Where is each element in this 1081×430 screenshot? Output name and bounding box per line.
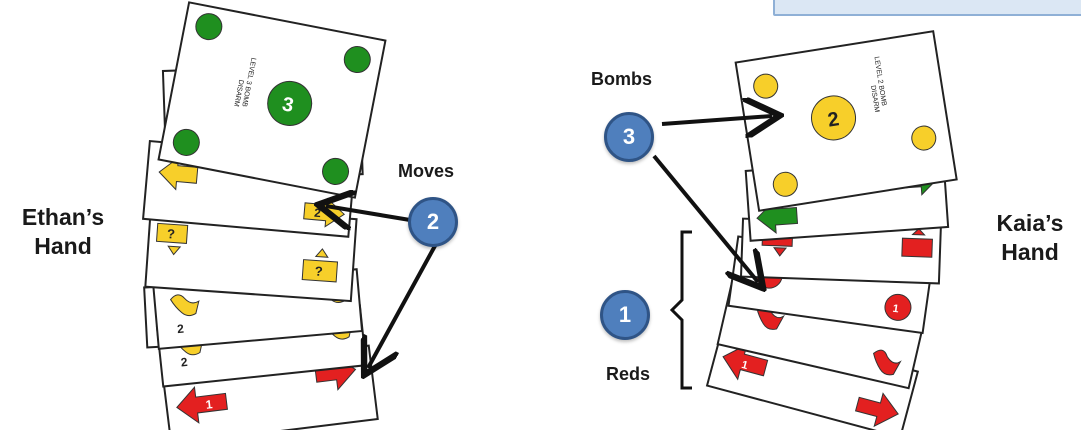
- ethan-hand-line2: Hand: [34, 233, 92, 259]
- kaia-hand-line2: Hand: [1001, 239, 1059, 265]
- moves-label: Moves: [398, 161, 455, 181]
- red-arrow-number: 1: [205, 397, 214, 412]
- kaia-card-level2-bomb[interactable]: 2 DISARM LEVEL 2 BOMB: [734, 30, 958, 212]
- green-bomb-number: 3: [280, 93, 295, 117]
- bombs-arrow-to-red: [652, 154, 758, 282]
- moves-arrow-to-yellow: [326, 206, 411, 220]
- kaia-red-arrow-number: 1: [740, 359, 749, 372]
- moves-arrow-to-red: [368, 243, 438, 368]
- yellow-bomb-number: 2: [826, 108, 840, 131]
- unknown-symbol-left: ?: [167, 226, 176, 242]
- callout-3-bombs: 3: [604, 112, 654, 162]
- reds-bracket: [669, 230, 692, 390]
- kaia-hand-line1: Kaia’s: [996, 210, 1064, 236]
- yellow-figure-number-2: 2: [177, 322, 185, 337]
- kaia-bomb-title-line1: DISARM: [869, 85, 880, 113]
- callout-2-moves: 2: [408, 197, 458, 247]
- ethan-hand-line1: Ethan’s: [21, 204, 105, 230]
- top-panel-edge: [773, 0, 1081, 16]
- unknown-symbol-right: ?: [314, 263, 323, 279]
- kaia-hand-label: Kaia’s Hand: [982, 209, 1078, 267]
- ethan-hand-label: Ethan’s Hand: [8, 203, 118, 261]
- yellow-figure-number: 2: [180, 355, 188, 370]
- kaia-red-bomb-number: 1: [892, 303, 900, 316]
- bombs-arrow-to-card: [661, 116, 772, 124]
- callout-1-reds: 1: [600, 290, 650, 340]
- ethan-card-level3-bomb[interactable]: 3 DISARM LEVEL 3 BOMB: [157, 1, 387, 199]
- bombs-label: Bombs: [591, 69, 653, 89]
- reds-label: Reds: [606, 364, 651, 384]
